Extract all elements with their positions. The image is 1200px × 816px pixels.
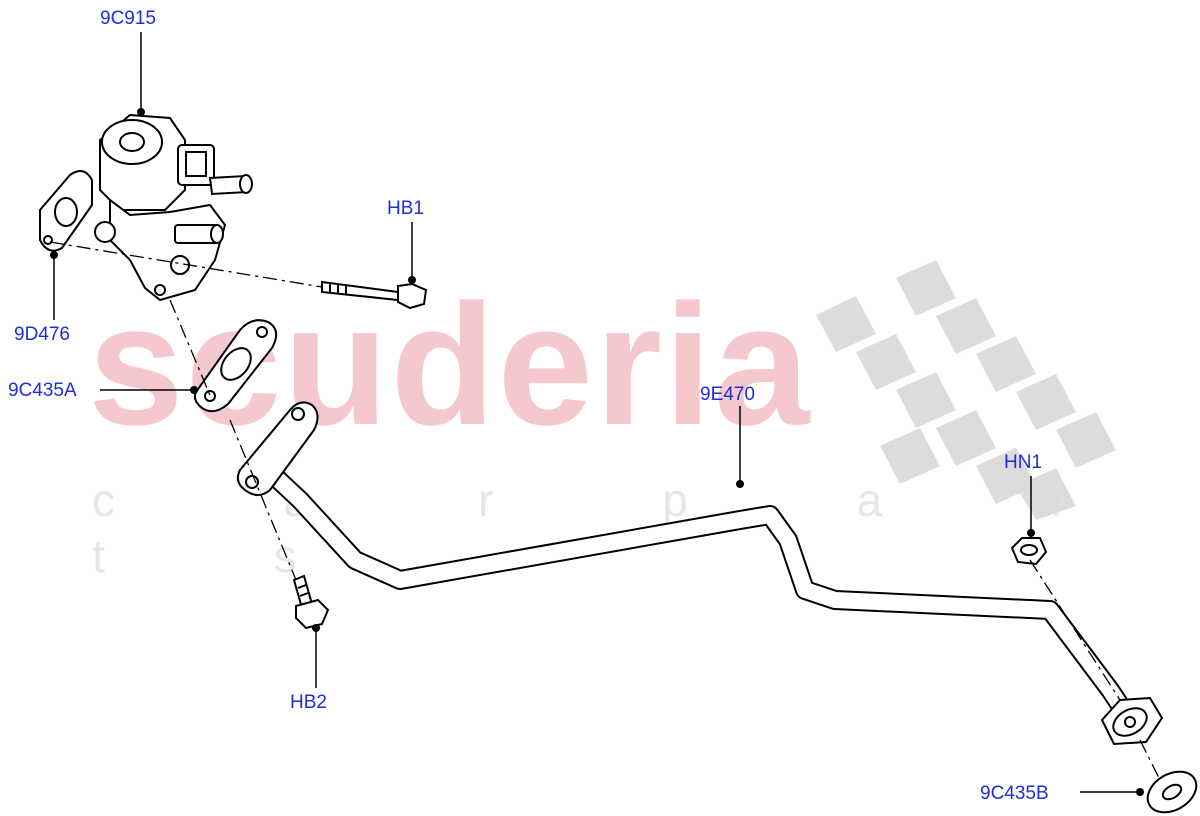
gasket-9D476-icon <box>39 170 93 252</box>
gasket-9C435A-icon <box>193 319 278 413</box>
bolt-HB1-icon[interactable] <box>321 280 428 310</box>
callout-9C435B[interactable]: 9C435B <box>980 783 1049 804</box>
callout-HN1[interactable]: HN1 <box>1004 452 1043 473</box>
callout-9C435A[interactable]: 9C435A <box>8 380 77 401</box>
gasket-9C435B-icon <box>1146 770 1198 814</box>
callout-9E470[interactable]: 9E470 <box>700 384 755 405</box>
leader-lines <box>50 32 1144 796</box>
egr-valve-9C915-icon[interactable] <box>94 113 253 302</box>
callout-HB1[interactable]: HB1 <box>387 198 424 219</box>
alignment-lines <box>49 241 1161 781</box>
pipe-flange-upper-icon <box>236 401 319 496</box>
nut-HN1-icon[interactable] <box>1010 537 1048 566</box>
bolt-HB2-icon[interactable] <box>292 574 330 630</box>
pipe-9E470-icon[interactable] <box>260 462 1140 730</box>
callout-9D476[interactable]: 9D476 <box>14 324 70 345</box>
callout-9C915[interactable]: 9C915 <box>100 8 156 29</box>
watermark-brand: scuderia <box>88 269 812 461</box>
checkered-flag-watermark <box>816 260 1116 520</box>
pipe-end-fitting-icon <box>1100 696 1164 746</box>
callout-HB2[interactable]: HB2 <box>290 692 327 713</box>
